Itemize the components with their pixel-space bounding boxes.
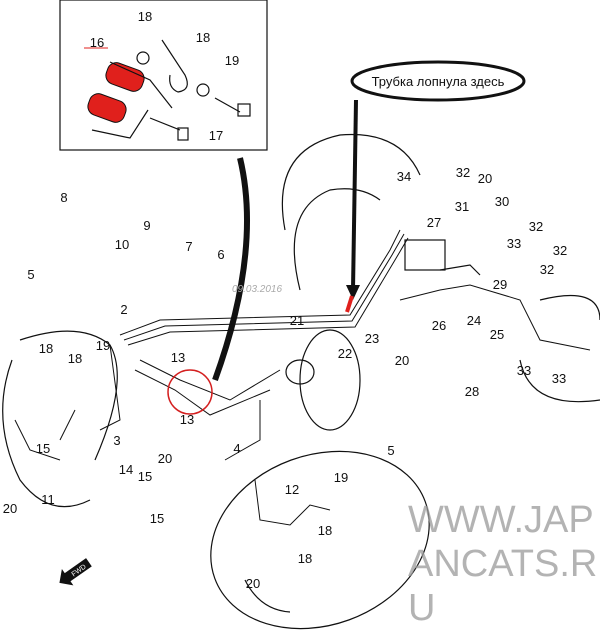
callout-number: 32 (553, 243, 567, 258)
callout-number: 18 (39, 341, 53, 356)
callout-number: 2 (120, 302, 127, 317)
callout-number: 3 (113, 433, 120, 448)
callout-number: 20 (395, 353, 409, 368)
callout-number: 33 (507, 236, 521, 251)
callout-number: 23 (365, 331, 379, 346)
master-cylinder (285, 359, 315, 385)
callout-number: 18 (318, 523, 332, 538)
callout-number: 22 (338, 346, 352, 361)
callout-number: 12 (285, 482, 299, 497)
callout-number: 18 (138, 9, 152, 24)
annotation-bubble (350, 60, 526, 102)
callout-number: 29 (493, 277, 507, 292)
callout-number: 13 (171, 350, 185, 365)
callout-number: 10 (115, 237, 129, 252)
watermark: WWW.JAPANCATS.RU (408, 499, 598, 629)
proportioning-valve (404, 239, 446, 271)
callout-number: 15 (138, 469, 152, 484)
callout-number: 14 (119, 462, 133, 477)
callout-number: 34 (397, 169, 411, 184)
callout-number: 20 (158, 451, 172, 466)
inset-detail (59, 0, 268, 151)
callout-number: 33 (517, 363, 531, 378)
callout-number: 9 (143, 218, 150, 233)
callout-number: 26 (432, 318, 446, 333)
callout-number: 11 (41, 492, 55, 507)
caliper-pistons (87, 39, 251, 141)
callout-number: 6 (217, 247, 224, 262)
callout-number: 20 (3, 501, 17, 516)
watermark-date: 09.03.2016 (232, 284, 282, 295)
pointer-arc (212, 157, 251, 382)
callout-number: 8 (60, 190, 67, 205)
callout-number: 4 (233, 441, 240, 456)
callout-number: 18 (68, 351, 82, 366)
annotation-arrow (351, 99, 358, 291)
callout-number: 21 (290, 313, 304, 328)
callout-number: 32 (456, 165, 470, 180)
callout-number: 31 (455, 199, 469, 214)
callout-number: 15 (150, 511, 164, 526)
callout-number: 24 (467, 313, 481, 328)
callout-number: 17 (209, 128, 223, 143)
callout-number: 15 (36, 441, 50, 456)
wheels (2, 133, 600, 630)
callout-number: 27 (427, 215, 441, 230)
callout-number: 19 (225, 53, 239, 68)
highlight-circle (167, 369, 213, 415)
callout-number: 18 (298, 551, 312, 566)
callout-number: 19 (96, 338, 110, 353)
callout-number: 5 (27, 267, 34, 282)
crack-location-highlight (345, 295, 354, 313)
callout-number: 20 (478, 171, 492, 186)
callout-number: 32 (540, 262, 554, 277)
brake-pipes (14, 229, 591, 526)
callout-number: 13 (180, 412, 194, 427)
callout-number: 33 (552, 371, 566, 386)
callout-number: 16 (90, 35, 104, 50)
callout-number: 30 (495, 194, 509, 209)
callout-number: 18 (196, 30, 210, 45)
fwd-arrow-icon: FWD (59, 558, 92, 586)
callout-number: 19 (334, 470, 348, 485)
callout-number: 28 (465, 384, 479, 399)
callout-number: 5 (387, 443, 394, 458)
callout-number: 32 (529, 219, 543, 234)
annotation-arrowhead (346, 285, 360, 300)
inset-callouts: 18 16 18 19 17 (90, 9, 239, 143)
annotation-text: Трубка лопнула здесь (372, 74, 505, 89)
callout-number: 7 (185, 239, 192, 254)
callout-number: 25 (490, 327, 504, 342)
callout-number: 20 (246, 576, 260, 591)
fwd-label: FWD (71, 563, 88, 578)
